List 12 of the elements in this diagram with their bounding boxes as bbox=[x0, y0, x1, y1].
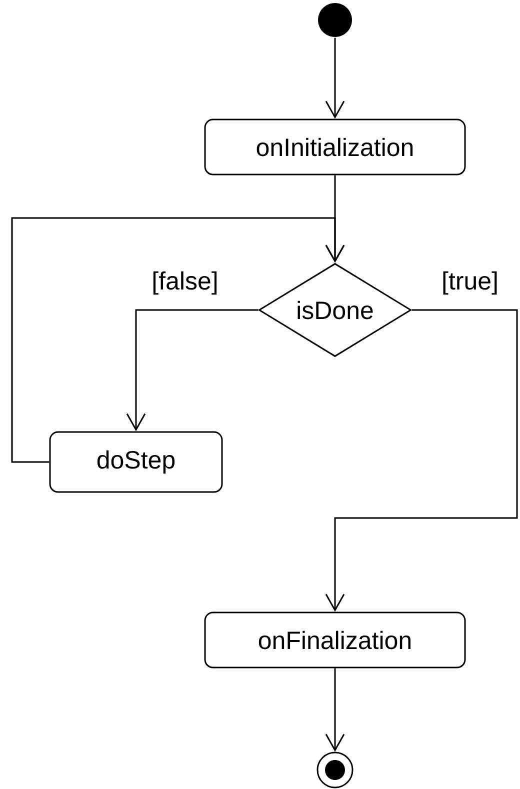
edge-label: [false] bbox=[150, 270, 220, 296]
arrow bbox=[325, 309, 518, 612]
action-box: onInitialization bbox=[204, 118, 466, 176]
arrow bbox=[11, 217, 345, 463]
initial-node bbox=[318, 3, 352, 37]
arrow bbox=[325, 38, 345, 119]
arrow bbox=[126, 309, 258, 432]
final-node bbox=[316, 752, 354, 788]
action-box: doStep bbox=[49, 431, 223, 493]
edge-label: [true] bbox=[440, 270, 500, 296]
arrow bbox=[325, 668, 345, 752]
action-box: onFinalization bbox=[204, 612, 466, 668]
